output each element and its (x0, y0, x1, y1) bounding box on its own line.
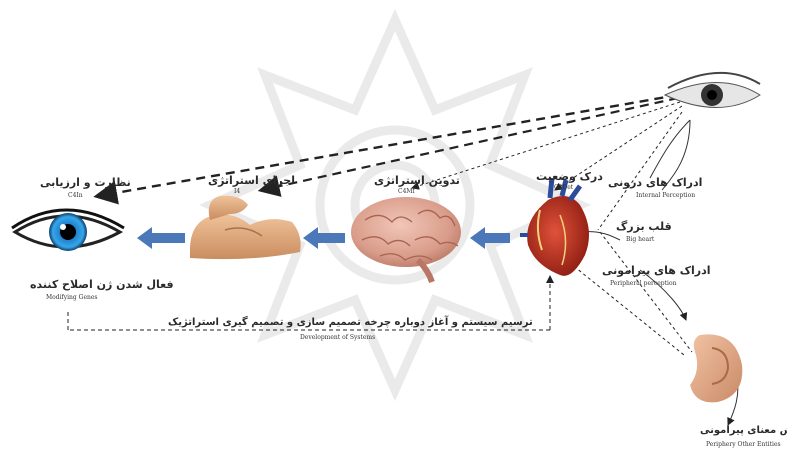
label-big-heart-en: Big heart (626, 236, 654, 243)
label-internal-perception-en: Internal Perception (636, 192, 695, 199)
label-activating-genes: فعال شدن ژن اصلاح کننده (30, 278, 174, 291)
eye-left-icon (12, 210, 124, 251)
label-activating-genes-en: Modifying Genes (46, 294, 98, 301)
label-monitoring-en: C4In (68, 192, 83, 199)
label-strategy-exec-en: I4 (234, 188, 240, 195)
label-strategy-dev: تدوین استراتژی (374, 174, 460, 187)
label-peripheral-perception-en: Peripheral perception (610, 280, 676, 287)
brain-icon (351, 197, 461, 282)
ear-icon (690, 334, 742, 402)
label-monitoring: نظارت و ارزیابی (40, 176, 131, 189)
label-situation: درک وضعیت (536, 170, 603, 183)
label-big-heart: قلب بزرگ (616, 220, 672, 233)
label-strategy-exec: اجرای استراتژی (208, 174, 295, 187)
label-ear-caption-en: Periphery Other Entities (706, 441, 781, 448)
blue-arrow-icon (137, 227, 185, 249)
label-bottom-caption: ترسیم سیستم و آغاز دوباره چرخه تصمیم ساز… (168, 317, 533, 328)
label-ear-caption: گوش معنای پیرامونی (700, 425, 787, 436)
label-bottom-caption-en: Development of Systems (300, 334, 375, 341)
label-internal-perception: ادراک های درونی (608, 176, 702, 189)
label-strategy-dev-en: C4Mf (398, 188, 415, 195)
label-situation-en: C4Det (554, 184, 573, 191)
label-peripheral-perception: ادراک های پیرامونی (602, 264, 710, 277)
